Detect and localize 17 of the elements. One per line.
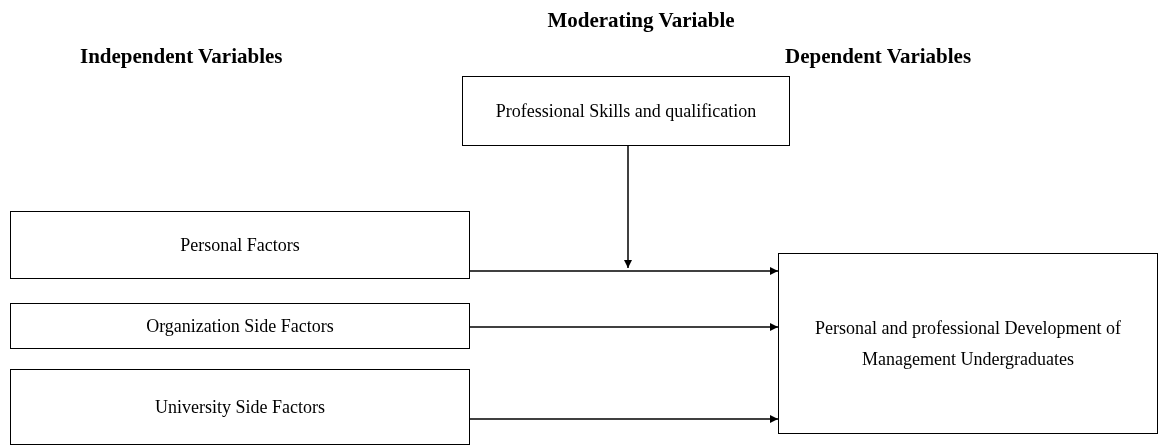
box-text: University Side Factors (155, 395, 325, 419)
variable-box (10, 211, 470, 279)
variable-box (10, 303, 470, 349)
section-heading: Moderating Variable (547, 8, 735, 33)
section-heading: Dependent Variables (785, 44, 972, 69)
arrow (624, 145, 632, 269)
arrow (469, 415, 779, 423)
box-text: Personal and professional Development of Management Undergraduates (814, 316, 1122, 371)
variable-box (10, 369, 470, 445)
box-text: Organization Side Factors (146, 314, 334, 338)
arrow (469, 267, 779, 275)
box-text: Professional Skills and qualification (495, 99, 757, 123)
moderator-box (462, 76, 790, 146)
arrow (469, 323, 779, 331)
section-heading: Independent Variables (80, 44, 283, 69)
variable-box (778, 253, 1158, 434)
box-text: Personal Factors (180, 233, 300, 257)
